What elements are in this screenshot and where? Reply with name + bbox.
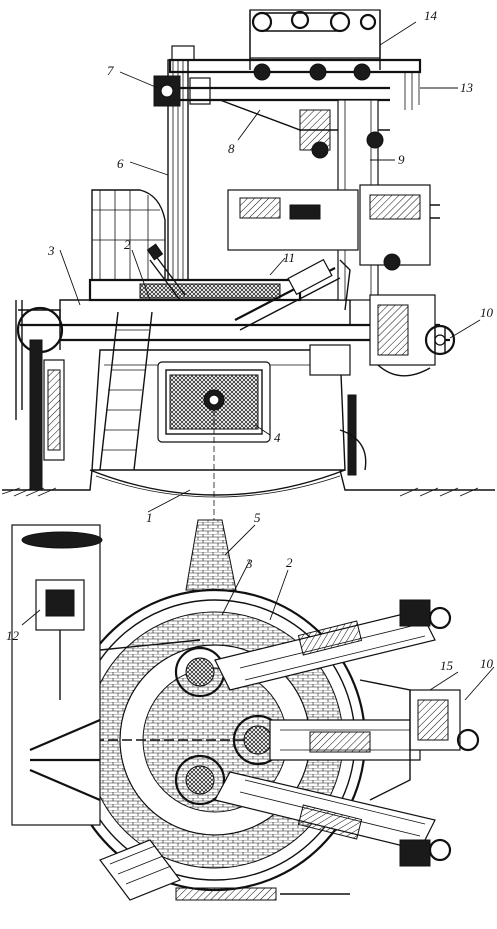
steps-plan [99, 839, 350, 901]
drive-unit-10 [369, 294, 456, 377]
callout-7: 7 [107, 63, 114, 78]
callout-4: 4 [274, 430, 281, 445]
control-cabinet [309, 344, 351, 376]
callout-13: 13 [460, 80, 474, 95]
callout-5: 5 [254, 510, 261, 525]
callout-6: 6 [117, 156, 124, 171]
callout-8: 8 [228, 141, 235, 156]
callout-10-elevation: 10 [480, 305, 494, 320]
flue-5 [185, 519, 237, 591]
electrodes-plan [174, 646, 284, 806]
elevation-view [1, 9, 495, 498]
railing [91, 189, 166, 280]
drives-plan [359, 599, 480, 867]
callout-12: 12 [6, 628, 20, 643]
right-support [339, 394, 367, 476]
foundation-ground [1, 469, 495, 498]
callout-9: 9 [398, 152, 405, 167]
plan-view [11, 519, 480, 901]
callout-3-elevation: 3 [47, 243, 55, 258]
callout-10-plan: 10 [480, 656, 494, 671]
callout-3-plan: 3 [245, 556, 253, 571]
callout-1: 1 [146, 510, 153, 525]
callout-15: 15 [440, 658, 454, 673]
ladder [99, 311, 153, 471]
hoist-block [227, 184, 440, 271]
top-frame [168, 9, 422, 110]
callout-2-plan: 2 [286, 555, 293, 570]
leader-lines [21, 21, 495, 701]
callout-labels: 1 2 2 3 3 4 5 6 7 8 9 10 10 11 12 13 14 … [6, 8, 494, 673]
arms-plan [214, 609, 436, 851]
callout-11: 11 [283, 250, 295, 265]
left-mechanism [15, 300, 65, 491]
callout-2-elevation: 2 [124, 237, 131, 252]
electrode-11 [146, 243, 351, 331]
callout-14: 14 [424, 8, 438, 23]
motor-12 [11, 524, 201, 826]
